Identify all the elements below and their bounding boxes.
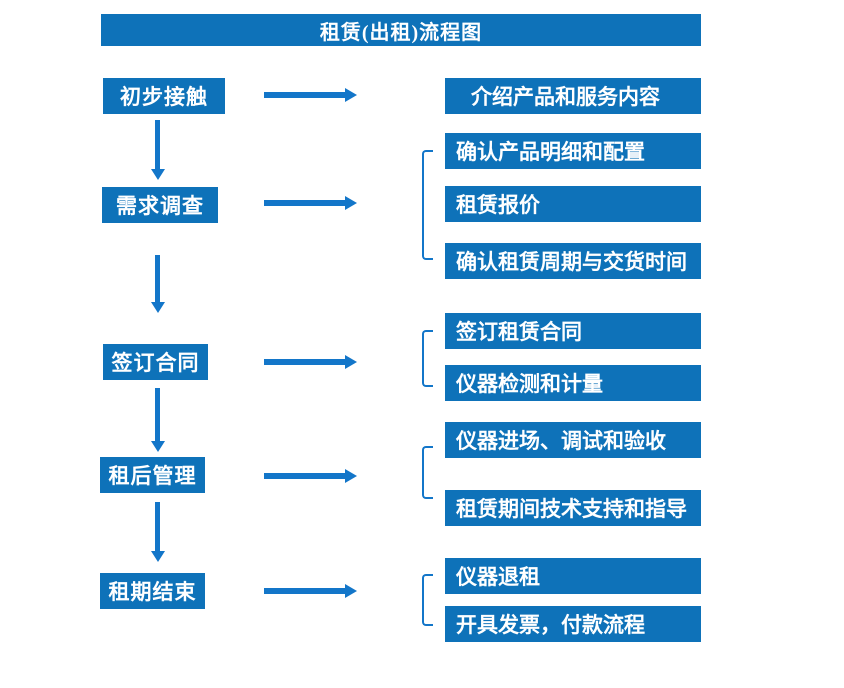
arrow-head [151,169,165,180]
bracket-connector [422,330,433,387]
right-arrow-icon [264,584,357,598]
arrow-head [151,302,165,313]
arrow-head [345,584,357,598]
step-box-rental-end: 租期结束 [100,573,205,609]
output-box-instrument-setup: 仪器进场、调试和验收 [445,422,701,458]
arrow-head [345,196,357,210]
output-box-instrument-testing: 仪器检测和计量 [445,365,701,401]
down-arrow-icon [151,388,165,452]
arrow-shaft [155,388,160,441]
output-box-rental-quote: 租赁报价 [445,186,701,222]
output-box-introduce-products: 介绍产品和服务内容 [445,78,701,114]
arrow-head [345,88,357,102]
step-box-initial-contact: 初步接触 [103,78,225,114]
bracket-connector [422,446,433,499]
right-arrow-icon [264,196,357,210]
arrow-shaft [264,359,346,365]
output-box-tech-support: 租赁期间技术支持和指导 [445,490,701,526]
bracket-connector [422,150,433,260]
output-box-confirm-details: 确认产品明细和配置 [445,133,701,169]
output-box-sign-rental-contract: 签订租赁合同 [445,313,701,349]
arrow-head [345,355,357,369]
arrow-head [151,551,165,562]
arrow-shaft [264,473,346,479]
arrow-shaft [264,200,346,206]
output-box-confirm-period: 确认租赁周期与交货时间 [445,243,701,279]
arrow-shaft [155,120,160,169]
arrow-shaft [155,502,160,551]
arrow-head [345,469,357,483]
chart-title: 租赁(出租)流程图 [101,14,701,46]
step-box-needs-survey: 需求调查 [102,187,218,223]
arrow-head [151,441,165,452]
right-arrow-icon [264,88,357,102]
arrow-shaft [264,588,346,594]
arrow-shaft [155,255,160,302]
down-arrow-icon [151,255,165,313]
output-box-instrument-return: 仪器退租 [445,558,701,594]
step-box-sign-contract: 签订合同 [103,344,208,380]
output-box-invoice-payment: 开具发票，付款流程 [445,606,701,642]
arrow-shaft [264,92,346,98]
down-arrow-icon [151,502,165,562]
bracket-connector [422,574,433,626]
right-arrow-icon [264,469,357,483]
step-box-post-rental: 租后管理 [100,457,205,493]
right-arrow-icon [264,355,357,369]
down-arrow-icon [151,120,165,180]
